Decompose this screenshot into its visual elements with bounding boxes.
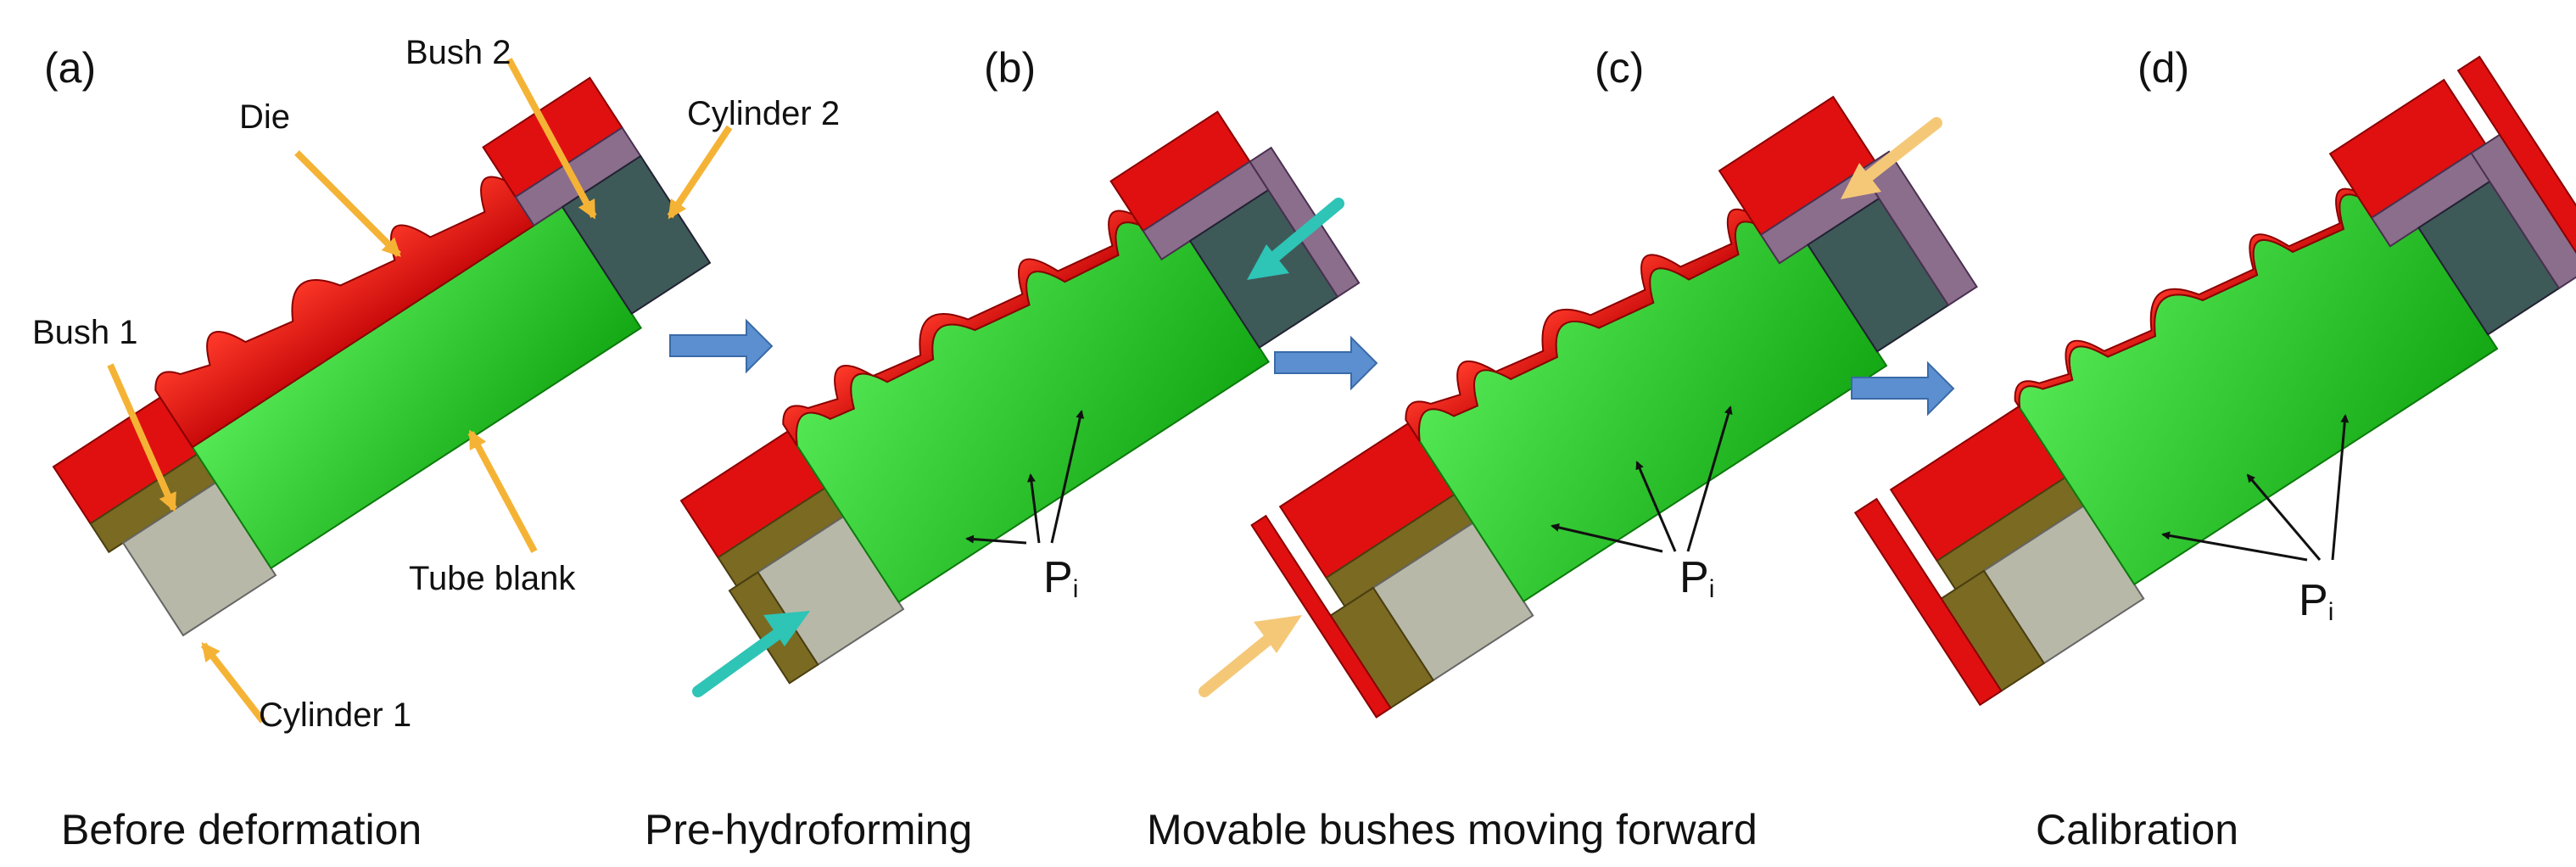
cylinder-1-callout-arrow (200, 641, 266, 724)
flow-arrow-bc (1274, 335, 1378, 391)
bush-1-label: Bush 1 (32, 314, 138, 351)
panel-a-drawing (52, 76, 712, 637)
pushing-arrow (1860, 117, 1942, 184)
panel-b-drawing (679, 110, 1361, 697)
pi-arrow (2331, 414, 2350, 561)
die-label: Die (239, 98, 291, 136)
flow-arrow-ab (669, 318, 774, 374)
panel-b-tag: (b) (984, 44, 1037, 92)
bush-1-callout-arrow (107, 363, 177, 512)
caption-before-deformation: Before deformation (61, 806, 422, 853)
pressure-label-d: Pi (2299, 576, 2334, 626)
pressure-label-c: Pi (1679, 553, 1715, 603)
pressing-arrow (692, 626, 786, 697)
panel-c-drawing (1199, 95, 1978, 719)
die-callout-arrow (294, 150, 401, 257)
cylinder-2-callout-arrow (667, 125, 733, 220)
flow-arrow-cd (1851, 361, 1955, 417)
pi-arrow (1551, 523, 1663, 553)
panel-a-tag: (a) (44, 44, 97, 92)
panel-a-callouts (107, 58, 733, 724)
panel-d-tag: (d) (2137, 44, 2190, 92)
pi-arrow (1027, 473, 1041, 544)
caption-movable-bushes: Movable bushes moving forward (1147, 806, 1757, 853)
pressing-arrow (1266, 198, 1344, 265)
pi-arrow (965, 534, 1027, 545)
cylinder-1-label: Cylinder 1 (259, 696, 412, 734)
caption-pre-hydroforming: Pre-hydroforming (645, 806, 973, 853)
pi-arrow (2161, 531, 2308, 562)
tube-blank-callout-arrow (467, 429, 538, 553)
bush-2-label: Bush 2 (405, 34, 511, 71)
panel-c-tag: (c) (1595, 44, 1645, 92)
cylinder-2-label: Cylinder 2 (687, 95, 841, 132)
flow-arrows (669, 318, 1955, 417)
bush-2-callout-arrow (506, 58, 597, 220)
pi-arrow (2246, 473, 2322, 561)
pi-arrow (1050, 410, 1085, 544)
caption-calibration: Calibration (2036, 806, 2239, 853)
pi-arrow (1686, 406, 1733, 552)
tube-blank-label: Tube blank (409, 560, 576, 597)
pushing-arrow (1199, 630, 1278, 697)
die-shape (154, 176, 564, 449)
pressure-label-b: Pi (1043, 553, 1079, 603)
panel-d-drawing (1853, 55, 2576, 707)
pi-arrow (1635, 461, 1677, 552)
